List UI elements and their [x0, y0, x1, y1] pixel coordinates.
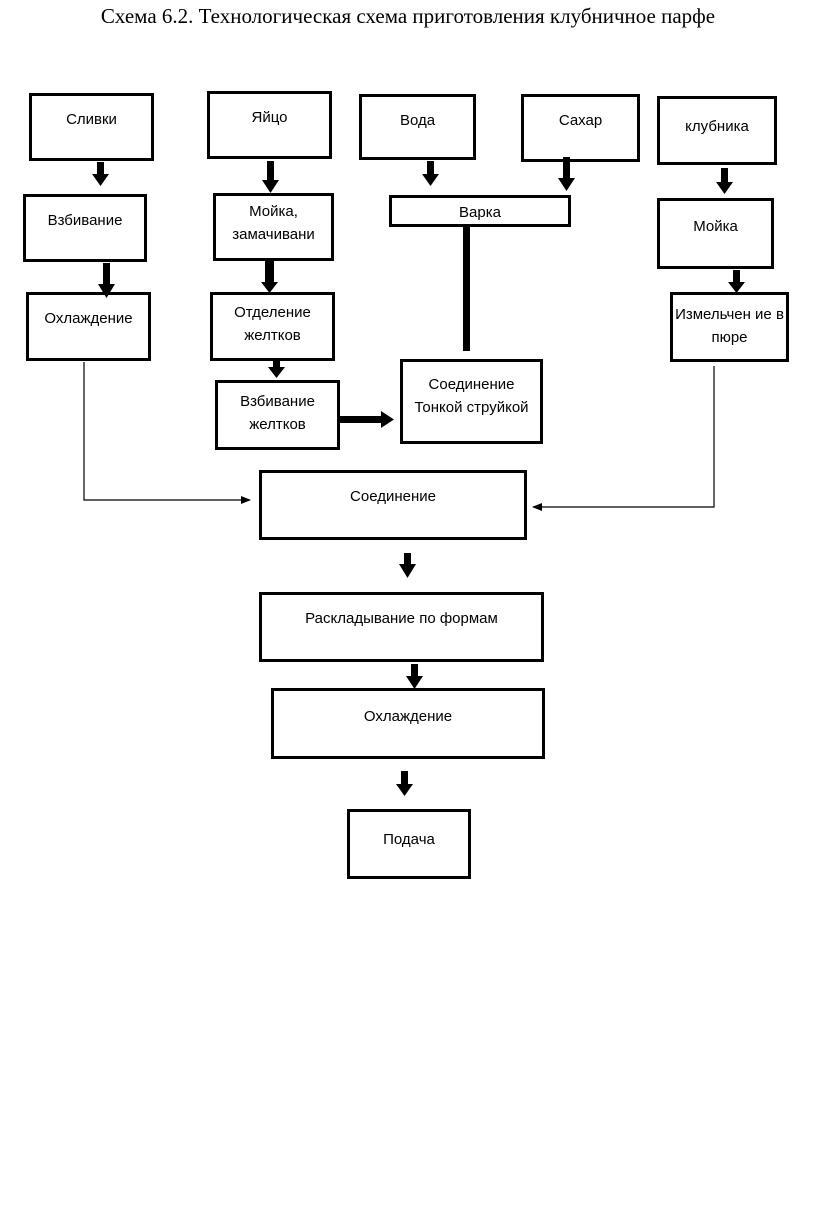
node-strawberry: клубника [657, 96, 777, 165]
node-water: Вода [359, 94, 476, 160]
node-cooling-cream: Охлаждение [26, 292, 151, 361]
arrow-portioning-cooling [406, 664, 423, 689]
node-puree: Измельчен ие в пюре [670, 292, 789, 362]
arrow-washing-separation [261, 258, 278, 293]
node-sugar: Сахар [521, 94, 640, 162]
arrow-strawberry-washing [716, 168, 733, 194]
node-cream: Сливки [29, 93, 154, 161]
arrow-yolkwhip-mix [340, 411, 394, 428]
node-washing-soaking: Мойка, замачивани [213, 193, 334, 261]
line-puree-combining [532, 366, 715, 511]
arrow-separation-whipping [268, 361, 285, 378]
arrow-cream-whipping [92, 162, 109, 186]
node-egg: Яйцо [207, 91, 332, 159]
arrow-egg-washing [262, 161, 279, 193]
arrow-washing-puree [728, 270, 745, 293]
arrow-sugar-boiling [558, 157, 575, 191]
line-boiling-mix [463, 227, 470, 351]
arrow-water-boiling [422, 161, 439, 186]
node-cooling-final: Охлаждение [271, 688, 545, 759]
node-whipping: Взбивание [23, 194, 147, 262]
page-title: Схема 6.2. Технологическая схема пригото… [100, 4, 716, 28]
arrow-combining-portioning [399, 553, 416, 578]
node-yolk-whipping: Взбивание желтков [215, 380, 340, 450]
node-strawberry-washing: Мойка [657, 198, 774, 269]
node-yolk-separation: Отделение желтков [210, 292, 335, 361]
node-serving: Подача [347, 809, 471, 879]
line-cooling-combining [83, 362, 251, 504]
arrow-whipping-cooling [98, 263, 115, 298]
node-combining: Соединение [259, 470, 527, 540]
node-thin-stream-mix: Соединение Тонкой струйкой [400, 359, 543, 444]
arrow-cooling-serving [396, 771, 413, 796]
node-portioning: Раскладывание по формам [259, 592, 544, 662]
node-boiling: Варка [389, 195, 571, 227]
